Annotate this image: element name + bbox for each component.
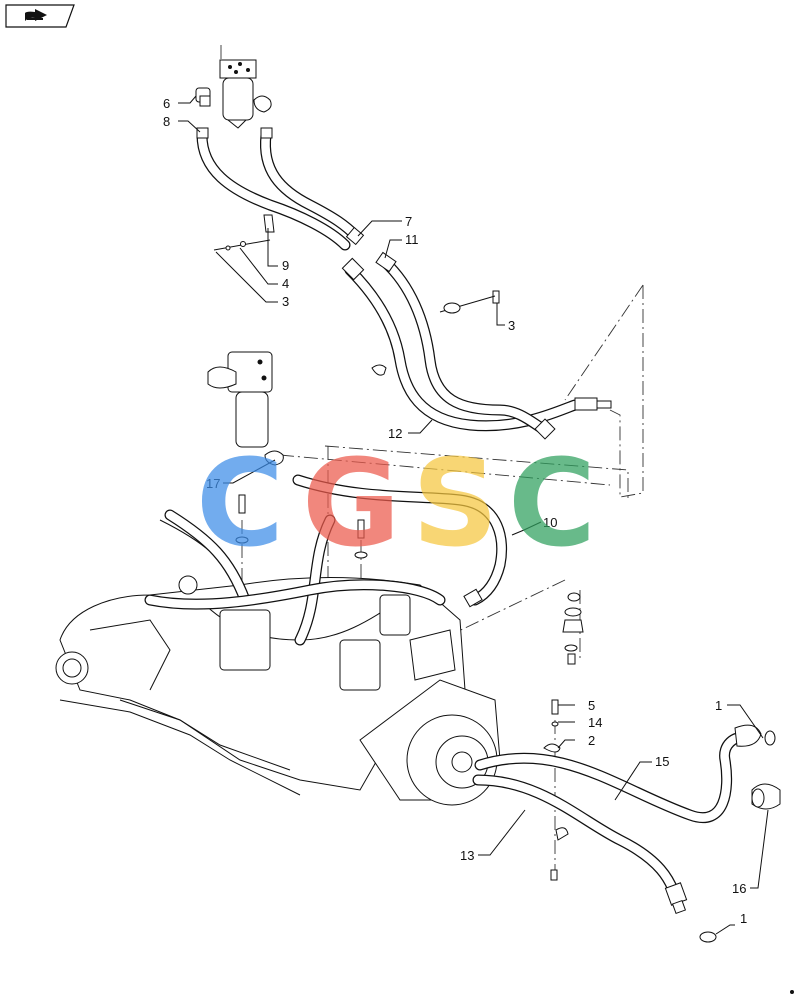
upper-oil-filter: [219, 45, 257, 129]
lower-oil-filter: [207, 351, 284, 466]
corner-mark: [790, 990, 794, 994]
hose-15: [474, 724, 776, 823]
fitting-16: [751, 783, 781, 810]
transmission-assembly: [55, 509, 466, 796]
watermark-letter-c1: C: [196, 435, 284, 574]
callout-13: 13: [460, 848, 474, 863]
watermark-letter-g: G: [302, 435, 401, 574]
hose-13: [472, 774, 688, 915]
watermark-letter-s: S: [412, 435, 498, 574]
callout-8: 8: [163, 114, 170, 129]
callout-4: 4: [282, 276, 289, 291]
hose-10: [292, 474, 508, 608]
next-page-arrow-icon: [25, 9, 47, 21]
callout-2: 2: [588, 733, 595, 748]
upper-hoses: [196, 127, 365, 251]
callout-14: 14: [588, 715, 602, 730]
callout-15: 15: [655, 754, 669, 769]
clamp-9: [213, 214, 275, 251]
callout-11: 11: [405, 232, 419, 247]
callout-1-bottom: 1: [740, 911, 747, 926]
bolts-5-14-2: [235, 494, 569, 881]
callout-1-top: 1: [715, 698, 722, 713]
callout-9: 9: [282, 258, 289, 273]
leader-lines: [178, 95, 769, 935]
callout-16: 16: [732, 881, 746, 896]
callout-17: 17: [206, 476, 220, 491]
cgsc-watermark: C G S C: [196, 435, 596, 574]
callout-6: 6: [163, 96, 170, 111]
hose-12: [341, 251, 612, 440]
callout-3-left: 3: [282, 294, 289, 309]
callout-12: 12: [388, 426, 402, 441]
callout-3-right: 3: [508, 318, 515, 333]
callout-labels: 6 8 7 11 9 4 3 3 12 17 10 5 14 2 1 15 13…: [163, 96, 747, 926]
fitting-6: [195, 87, 211, 107]
next-page-button[interactable]: [5, 4, 75, 28]
mount-stack: [562, 592, 584, 665]
callout-7: 7: [405, 214, 412, 229]
callout-10: 10: [543, 515, 557, 530]
watermark-letter-c2: C: [508, 435, 596, 574]
callout-5: 5: [588, 698, 595, 713]
o-ring-1: [699, 931, 717, 943]
upper-elbow: [253, 95, 272, 113]
bolt-3-right: [371, 290, 500, 376]
